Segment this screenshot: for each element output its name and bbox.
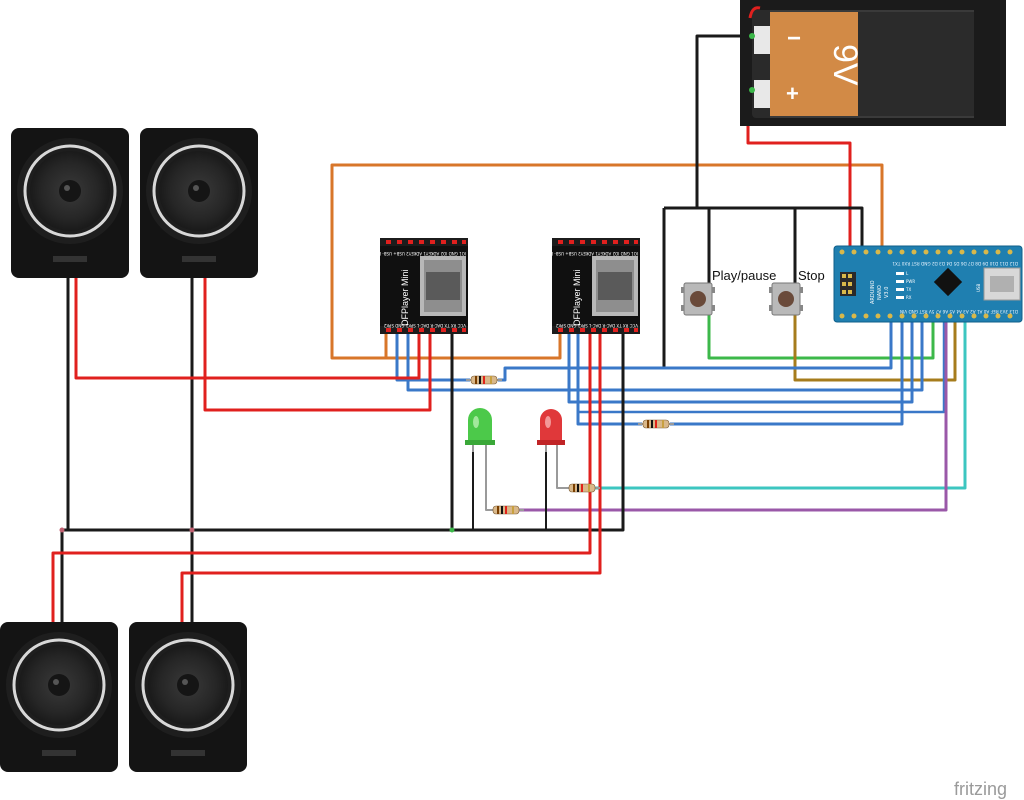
arduino-led-pwr: PWR <box>906 279 915 284</box>
wire-stop-olive <box>793 315 957 382</box>
led-red <box>537 409 565 452</box>
wire-led-purple <box>518 322 948 512</box>
junctions <box>59 527 455 533</box>
wire-spk3-red <box>51 330 592 625</box>
dfplayer-2: DFPlayer Mini IO1 GND IO2 ADKEY1 ADKEY2 … <box>542 238 640 334</box>
wire-spk1-red <box>74 278 421 380</box>
wire-led-cyan <box>595 322 967 490</box>
resistor-2 <box>637 419 675 429</box>
dfplayer-2-bottom-pins: VCC RX TX DAC-R DAC-L SPK1 GND SPK2 <box>555 323 638 328</box>
wire-gnd-bus <box>664 206 864 250</box>
arduino-version: V3.0 <box>884 287 890 298</box>
arduino-led-rx: RX <box>906 295 912 300</box>
battery-plus: + <box>786 81 799 106</box>
wire-blue-4b <box>670 322 904 426</box>
wire-blue-1 <box>395 330 470 382</box>
resistor-1 <box>465 375 503 385</box>
dfplayer-2-top-pins: IO1 GND IO2 ADKEY1 ADKEY2 USB+ USB- BUSY <box>542 251 638 256</box>
dfplayer-2-title: DFPlayer Mini <box>572 269 582 326</box>
resistor-4 <box>487 505 525 515</box>
play-pause-button <box>681 282 715 316</box>
wire-led-gray <box>485 448 496 511</box>
dfplayer-1-title: DFPlayer Mini <box>400 269 410 326</box>
label-stop: Stop <box>798 268 825 283</box>
battery-minus: − <box>787 25 801 52</box>
arduino-bottom-pins: D13 3V3 REF A0 A1 A2 A3 A4 A5 A6 A7 5V R… <box>900 309 1018 314</box>
wire-busy-orange <box>330 163 884 360</box>
wire-spk1-black <box>60 278 70 625</box>
arduino-led-tx: TX <box>905 287 911 292</box>
dfplayer-1-top-pins: IO1 GND IO2 ADKEY1 ADKEY2 USB+ USB- BUSY <box>370 251 466 256</box>
wire-blue-1b <box>498 322 893 382</box>
arduino-led-l: L <box>906 271 909 276</box>
arduino-name: ARDUINO <box>870 280 876 304</box>
arduino-model: NANO <box>877 285 883 300</box>
stop-button <box>769 282 803 316</box>
speaker-top-left <box>9 126 131 280</box>
wire-blue-3 <box>567 322 914 404</box>
wire-play-green <box>707 315 935 360</box>
wire-spk4-red <box>180 330 602 625</box>
fritzing-watermark: fritzing <box>954 779 1007 799</box>
wire-busy-orange-2 <box>332 330 562 360</box>
wires <box>51 34 967 625</box>
dfplayer-1: DFPlayer Mini IO1 GND IO2 ADKEY1 ADKEY2 … <box>370 238 468 334</box>
dfplayer-1-bottom-pins: VCC RX TX DAC-R DAC-L SPK1 GND SPK2 <box>383 323 466 328</box>
battery-9v: − + 9V <box>740 0 1006 126</box>
label-play-pause: Play/pause <box>712 268 776 283</box>
resistor-3 <box>563 483 601 493</box>
battery-voltage: 9V <box>826 44 864 86</box>
speaker-bottom-left <box>0 620 120 774</box>
wire-led-gray-2 <box>556 448 568 489</box>
speaker-top-right <box>138 126 260 280</box>
arduino-top-pins: D12 D11 D10 D9 D8 D7 D6 D5 D4 D3 D2 GND … <box>892 261 1018 266</box>
arduino-nano: D12 D11 D10 D9 D8 D7 D6 D5 D4 D3 D2 GND … <box>833 245 1023 323</box>
led-green <box>465 408 495 452</box>
wire-battery-black <box>695 34 752 208</box>
wire-blue-2 <box>406 322 924 392</box>
wire-spk2-red <box>203 278 432 412</box>
speaker-bottom-right <box>127 620 249 774</box>
wire-df2-gnd <box>452 330 625 532</box>
wire-blue-5 <box>576 322 946 414</box>
wire-blue-4 <box>576 330 642 426</box>
arduino-usb-label: USB <box>976 284 981 292</box>
